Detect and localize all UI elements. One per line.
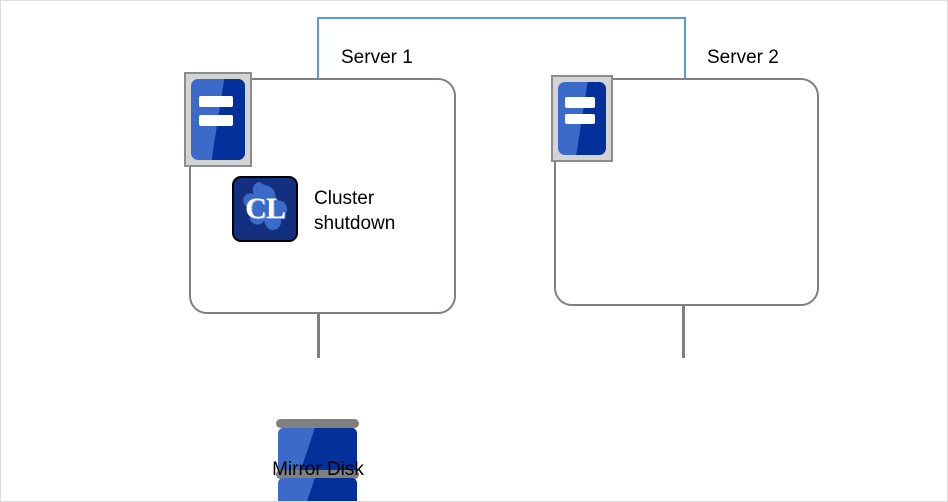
server1-rack-icon	[184, 72, 252, 167]
mirror-disk-label: Mirror Disk	[272, 459, 364, 480]
disk-cap-middle	[276, 470, 359, 479]
cl-cluster-icon: CL	[232, 176, 298, 242]
disk-platter-bottom	[278, 478, 357, 501]
server-icon-slot-top	[564, 97, 596, 108]
disk-platter-top	[278, 428, 357, 472]
server-icon-slot-top	[198, 96, 234, 108]
server-interconnect-link	[317, 17, 686, 79]
server-icon-body	[191, 79, 245, 160]
server2-rack-icon	[551, 75, 613, 162]
cl-icon-label: CL	[245, 192, 286, 225]
server1-title: Server 1	[341, 47, 413, 68]
server1-disk-icon	[276, 419, 359, 501]
cl-icon-splash-shape	[243, 181, 288, 231]
server2-title: Server 2	[707, 47, 779, 68]
cluster-shutdown-label: Cluster shutdown	[314, 188, 396, 234]
server-icon-slot-bottom	[564, 114, 596, 125]
server2-disk-connector	[682, 306, 685, 358]
server-icon-slot-bottom	[198, 114, 234, 126]
server1-disk-connector	[317, 314, 320, 358]
disk-cap-top	[276, 419, 359, 428]
server-icon-body	[558, 82, 606, 155]
